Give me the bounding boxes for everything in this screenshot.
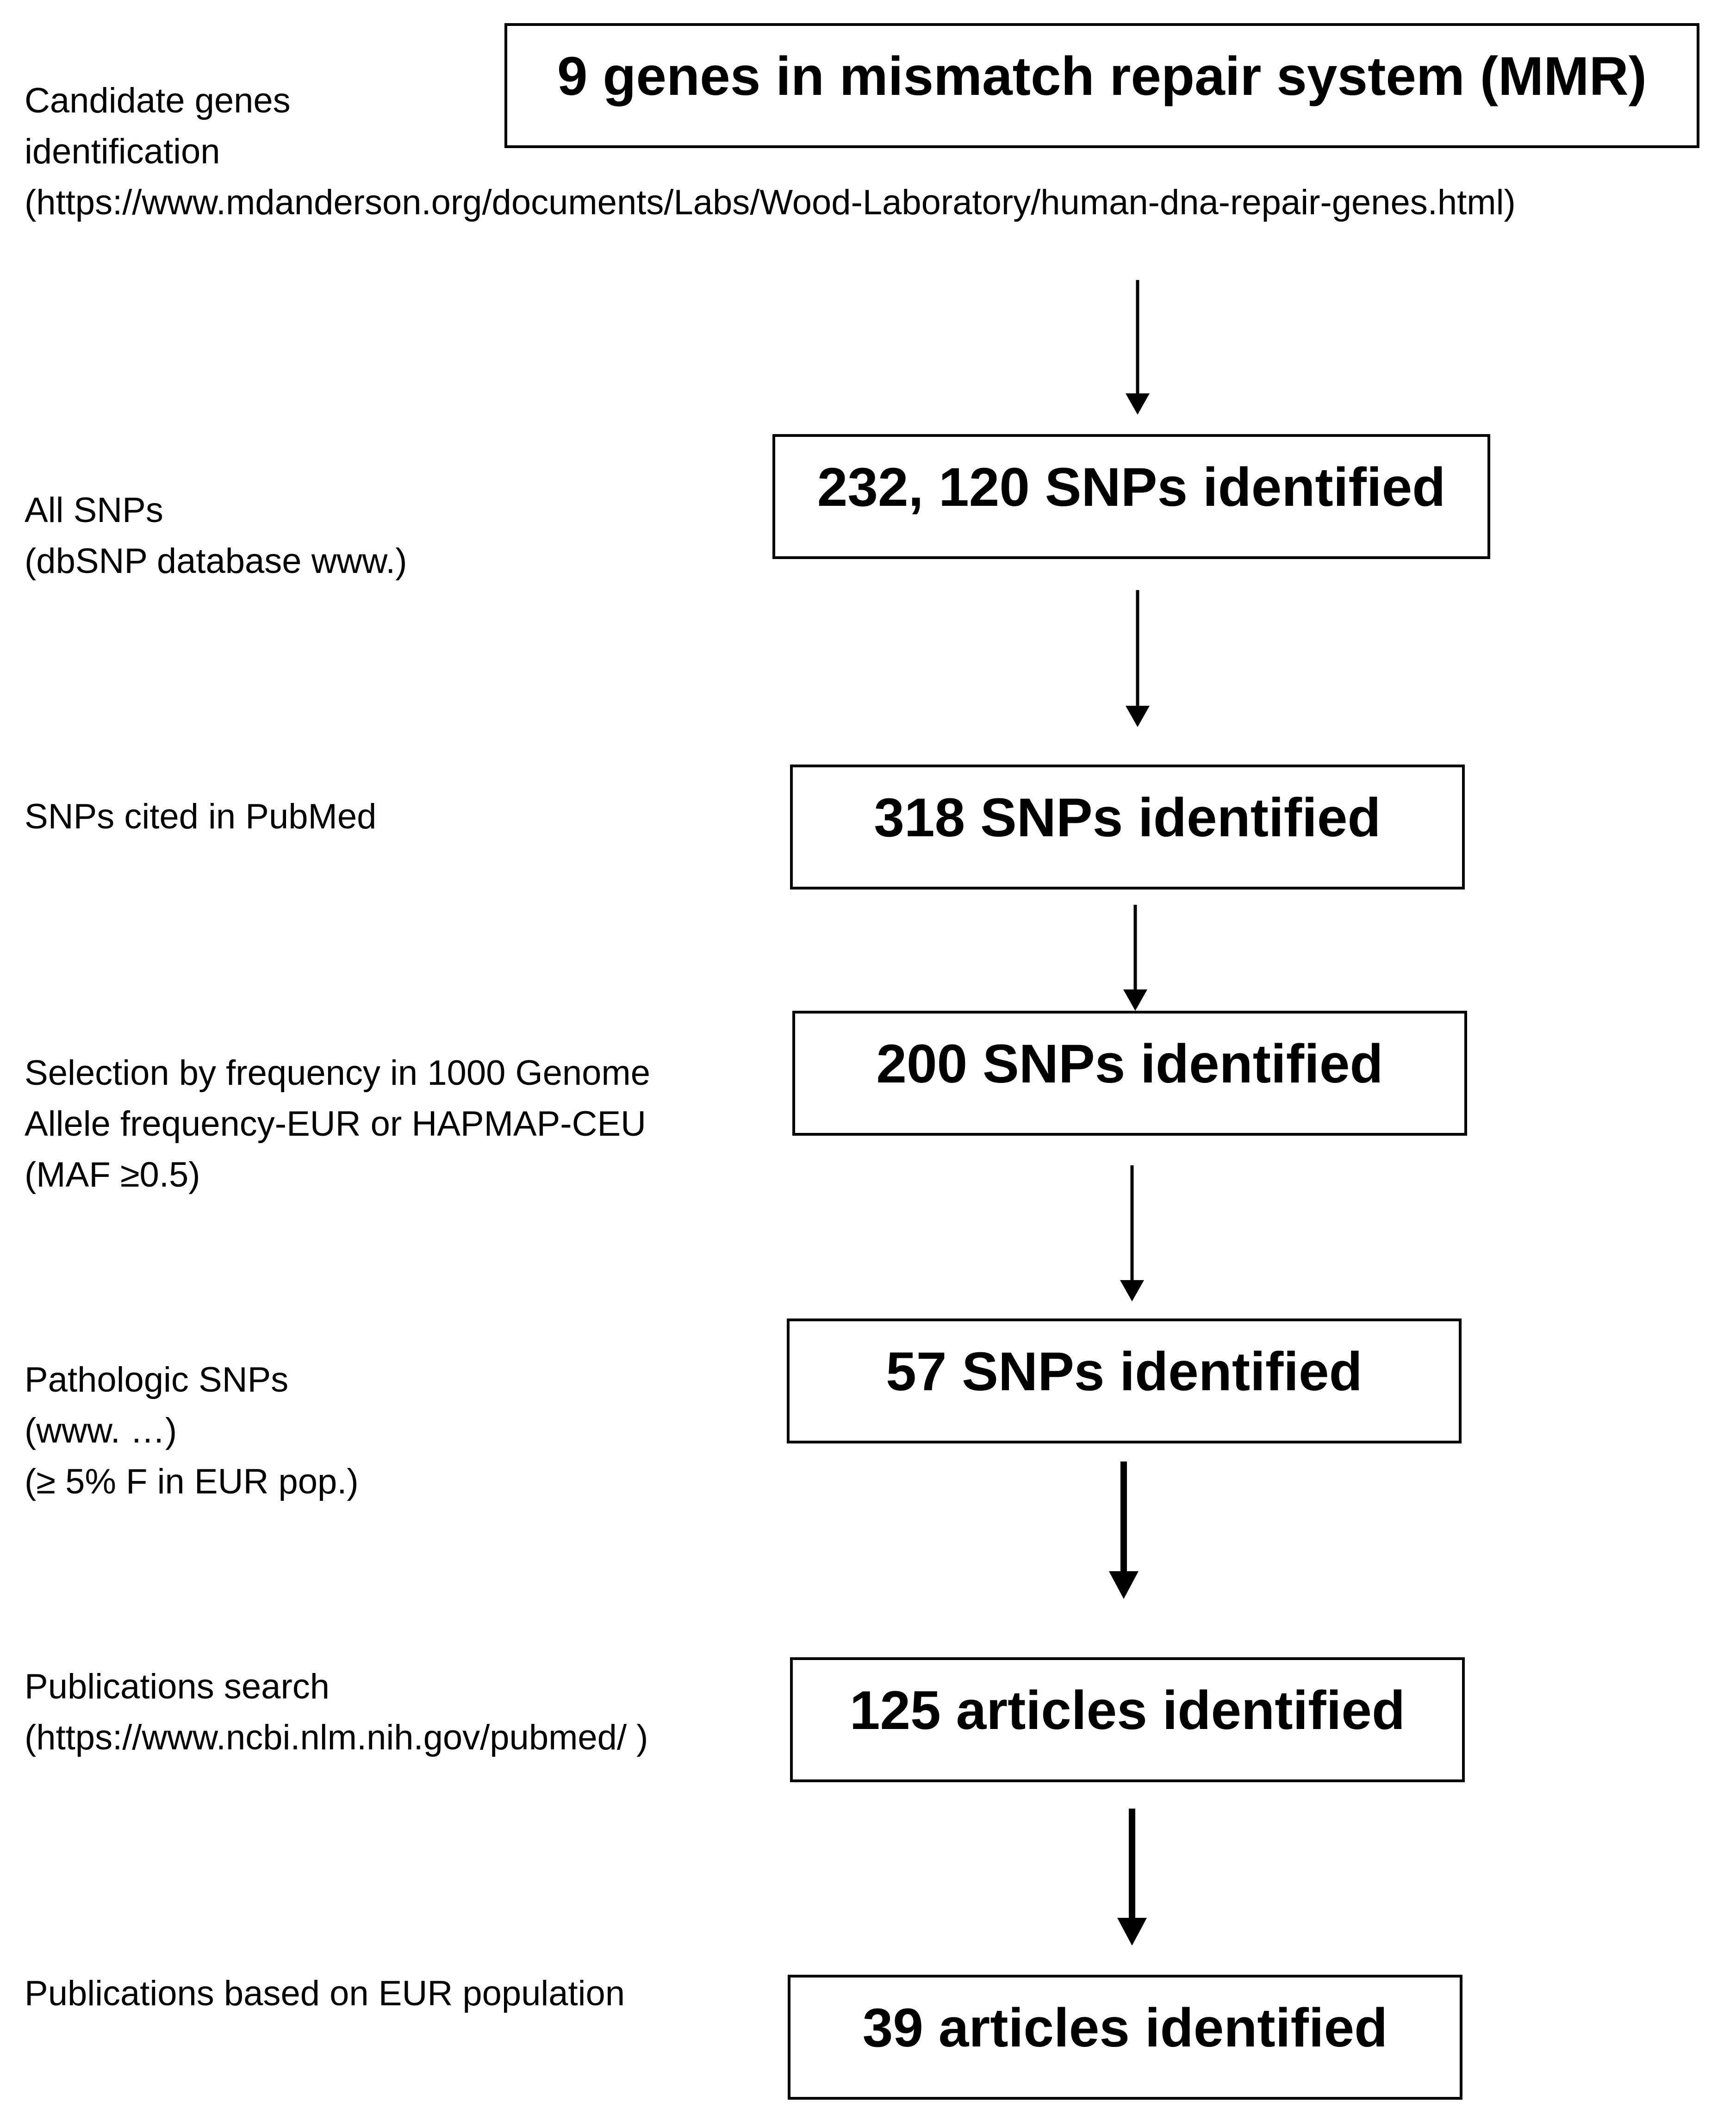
step-7-box-text: 39 articles identified [862,1997,1388,2059]
step-4-label-line-3: (MAF ≥0.5) [25,1155,200,1194]
step-6-label-line-2: (https://www.ncbi.nlm.nih.gov/pubmed/ ) [25,1718,648,1757]
step-7-label-line-1: Publications based on EUR population [25,1974,625,2013]
arrow-4-to-5 [1120,1165,1144,1301]
step-5-label-line-3: (≥ 5% F in EUR pop.) [25,1462,359,1501]
step-1-label: Candidate genes identification (https://… [25,75,1516,228]
step-4-label-line-1: Selection by frequency in 1000 Genome [25,1053,650,1093]
step-7-box: 39 articles identified [788,1975,1462,2100]
arrow-5-to-6 [1109,1462,1139,1599]
arrow-3-to-4 [1123,905,1147,1011]
step-6-box: 125 articles identified [790,1657,1465,1782]
step-1-box: 9 genes in mismatch repair system (MMR) [504,23,1699,148]
step-4-box: 200 SNPs identified [792,1011,1467,1136]
step-4-label-line-2: Allele frequency-EUR or HAPMAP-CEU [25,1104,647,1144]
step-2-box: 232, 120 SNPs identified [772,434,1490,559]
step-2-label: All SNPs (dbSNP database www.) [25,485,407,587]
step-3-box: 318 SNPs identified [790,765,1465,889]
arrow-2-to-3 [1126,590,1150,727]
step-3-label: SNPs cited in PubMed [25,791,376,842]
step-2-box-text: 232, 120 SNPs identified [817,457,1446,518]
step-5-label: Pathologic SNPs (www. …) (≥ 5% F in EUR … [25,1355,359,1507]
step-6-label: Publications search (https://www.ncbi.nl… [25,1661,648,1763]
arrow-1-to-2 [1126,280,1150,415]
step-3-box-text: 318 SNPs identified [874,787,1381,848]
step-1-label-line-2: identification [25,132,220,171]
step-5-label-line-2: (www. …) [25,1411,177,1450]
step-4-label: Selection by frequency in 1000 Genome Al… [25,1048,650,1200]
step-1-label-line-3: (https://www.mdanderson.org/documents/La… [25,183,1516,222]
step-5-label-line-1: Pathologic SNPs [25,1360,289,1399]
step-1-label-line-1: Candidate genes [25,81,291,120]
step-4-box-text: 200 SNPs identified [876,1033,1383,1095]
step-5-box: 57 SNPs identified [787,1318,1462,1443]
step-5-box-text: 57 SNPs identified [886,1341,1363,1402]
step-2-label-line-1: All SNPs [25,491,163,530]
step-2-label-line-2: (dbSNP database www.) [25,541,407,581]
step-6-label-line-1: Publications search [25,1667,330,1706]
step-1-box-text: 9 genes in mismatch repair system (MMR) [557,46,1647,107]
step-7-label: Publications based on EUR population [25,1968,625,2019]
step-3-label-line-1: SNPs cited in PubMed [25,797,377,836]
step-6-box-text: 125 articles identified [849,1680,1406,1741]
arrow-6-to-7 [1117,1809,1147,1946]
